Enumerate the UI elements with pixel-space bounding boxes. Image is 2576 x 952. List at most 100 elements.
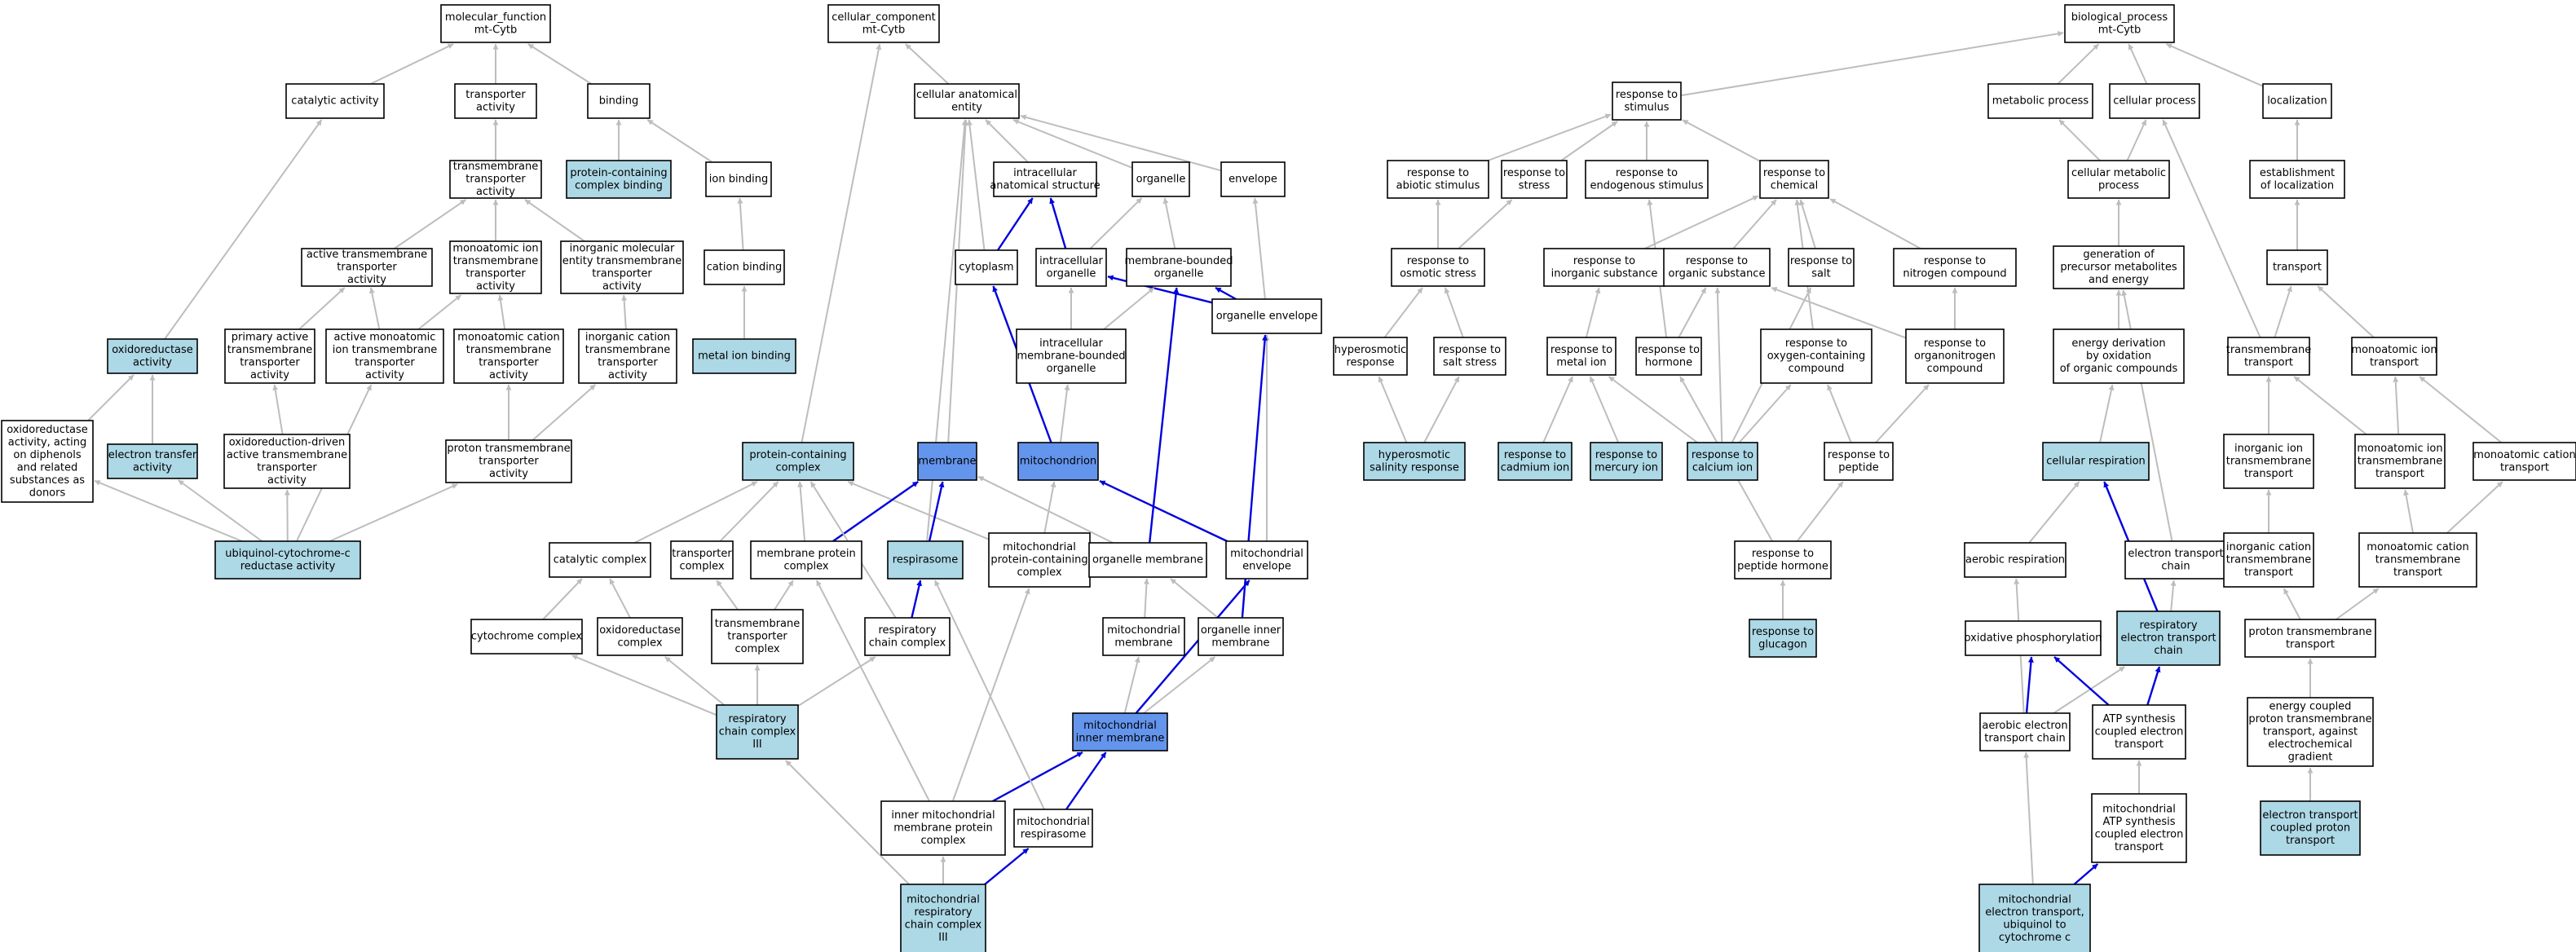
term-node-prim_act[interactable]: primary activetransmembranetransporterac… bbox=[224, 328, 315, 384]
term-node-transport[interactable]: transport bbox=[2266, 249, 2328, 285]
term-node-ox_phos[interactable]: oxidative phosphorylation bbox=[1965, 620, 2102, 656]
term-node-binding[interactable]: binding bbox=[587, 83, 651, 119]
term-node-mono_cat[interactable]: monoatomic cationtransmembranetransporte… bbox=[453, 328, 564, 384]
term-node-envelope[interactable]: envelope bbox=[1220, 161, 1286, 197]
term-node-metab[interactable]: metabolic process bbox=[1987, 83, 2093, 119]
term-node-local[interactable]: localization bbox=[2262, 83, 2332, 119]
term-node-cell_proc[interactable]: cellular process bbox=[2109, 83, 2200, 119]
term-node-ion_bind[interactable]: ion binding bbox=[705, 161, 772, 197]
term-node-cytoplasm[interactable]: cytoplasm bbox=[955, 249, 1018, 285]
term-node-membrane[interactable]: membrane bbox=[917, 442, 977, 481]
term-node-cation_bind[interactable]: cation binding bbox=[704, 249, 785, 285]
term-node-metal_bind[interactable]: metal ion binding bbox=[692, 338, 796, 374]
term-node-org_mem[interactable]: organelle membrane bbox=[1088, 542, 1207, 578]
term-node-mono_ion_tm[interactable]: monoatomic iontransmembranetransporterac… bbox=[449, 240, 542, 294]
term-node-mito[interactable]: mitochondrion bbox=[1017, 442, 1099, 481]
term-node-cat_complex[interactable]: catalytic complex bbox=[549, 542, 651, 578]
term-node-cyt_complex[interactable]: cytochrome complex bbox=[470, 619, 583, 654]
term-node-cell_resp[interactable]: cellular respiration bbox=[2042, 442, 2150, 481]
term-node-respirasome[interactable]: respirasome bbox=[887, 540, 964, 580]
term-node-cat_act[interactable]: catalytic activity bbox=[285, 83, 385, 119]
term-node-organelle[interactable]: organelle bbox=[1131, 161, 1190, 197]
term-node-org_env[interactable]: organelle envelope bbox=[1211, 298, 1322, 334]
term-node-aerobic[interactable]: aerobic respiration bbox=[1964, 542, 2067, 578]
